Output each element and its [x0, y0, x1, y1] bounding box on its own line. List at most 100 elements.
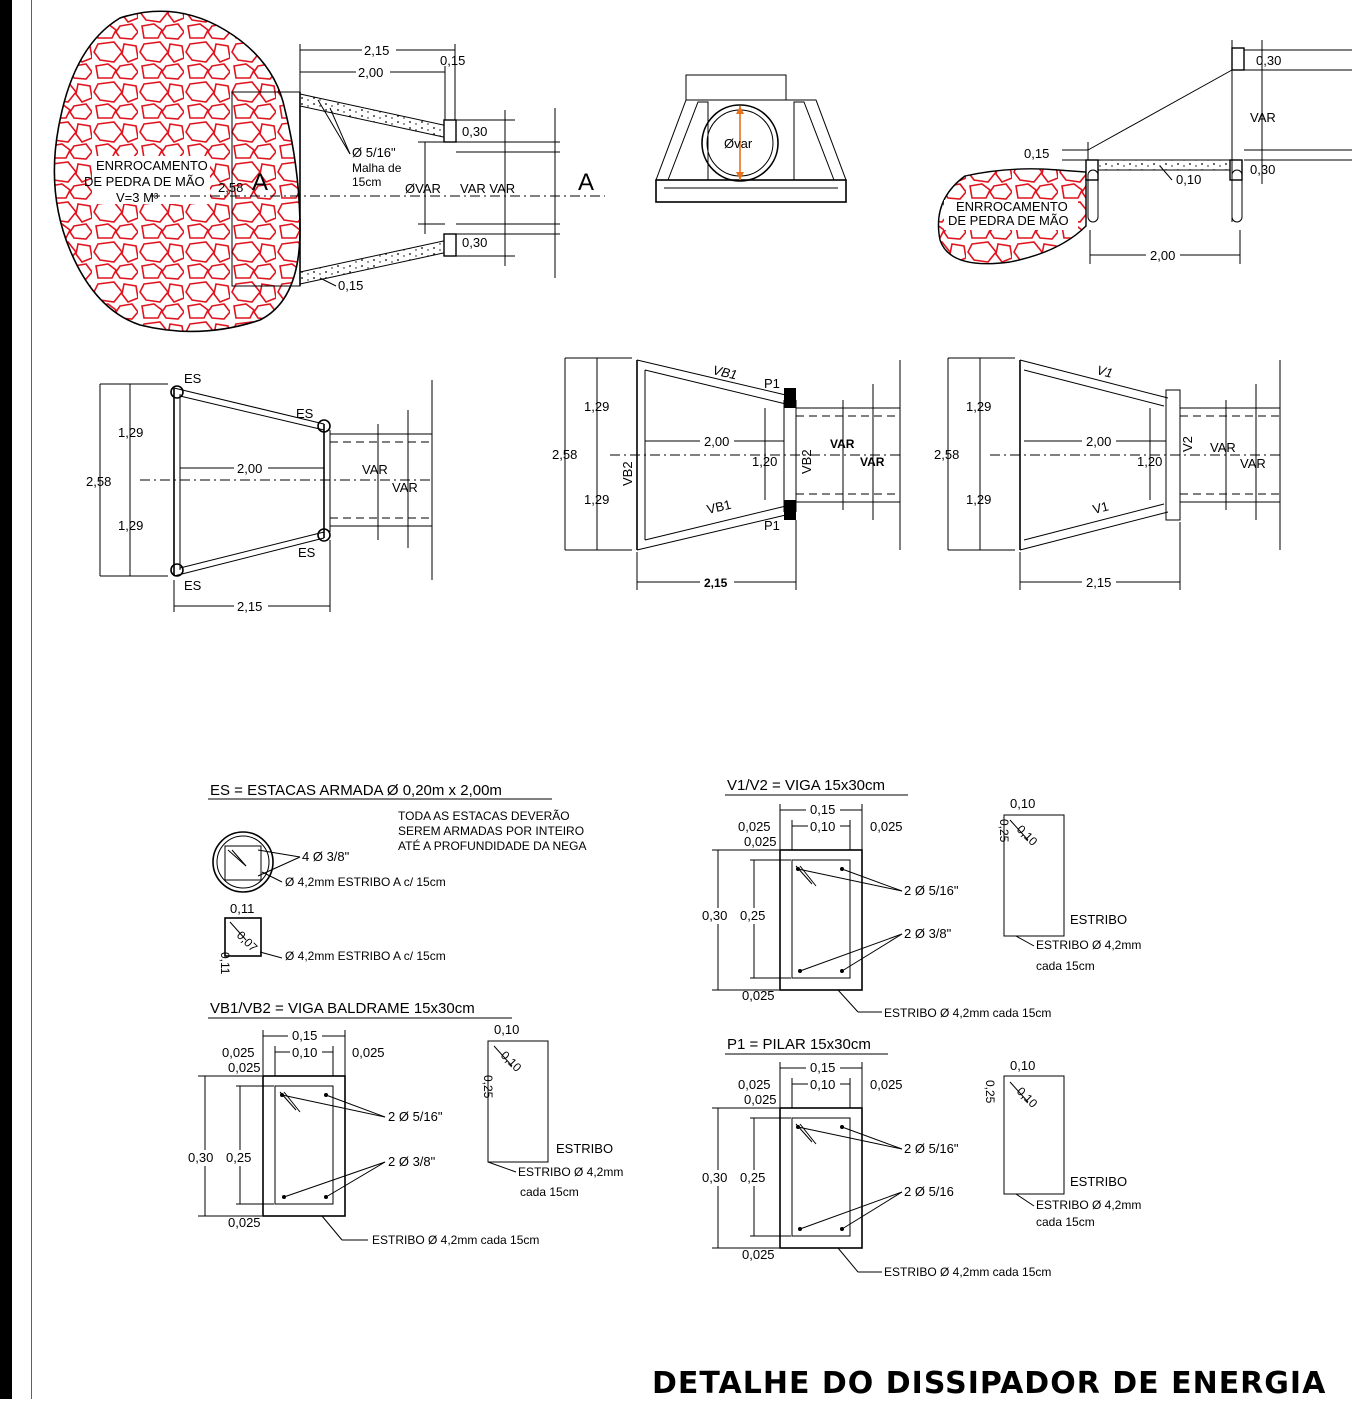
sec-dim-010: 0,10 [1176, 172, 1201, 187]
es-detail: ES = ESTACAS ARMADA Ø 0,20m x 2,00m TODA… [208, 782, 586, 975]
p-st-w: 0,10 [1010, 1058, 1035, 1073]
section-mark-left: A [252, 169, 268, 196]
sec-riprap-1: ENRROCAMENTO [956, 199, 1068, 214]
section-aa: 0,30 VAR 0,15 0,30 0,10 2,00 ENRROCAMENT… [937, 40, 1352, 265]
footing-beam-plan: 1,29 1,29 2,58 2,00 1,20 VAR VAR 2,15 VB… [552, 357, 901, 590]
fp-dim-129-a: 1,29 [584, 399, 609, 414]
bp-v1-bottom: V1 [1091, 499, 1110, 517]
vb-st-spec-1: ESTRIBO Ø 4,2mm [518, 1165, 623, 1179]
p-bars-bottom: 2 Ø 5/16 [904, 1184, 954, 1199]
pp-es-4: ES [184, 578, 202, 593]
riprap-label-3: V=3 M³ [116, 190, 159, 205]
fp-dim-120: 1,20 [752, 454, 777, 469]
p-st-h: 0,25 [983, 1080, 997, 1104]
p-dim-0025-r: 0,025 [870, 1077, 903, 1092]
p-heading: P1 = PILAR 15x30cm [727, 1036, 871, 1053]
vb-heading: VB1/VB2 = VIGA BALDRAME 15x30cm [210, 1000, 475, 1017]
vb-dim-025: 0,25 [226, 1150, 251, 1165]
v-bars-bottom: 2 Ø 3/8" [904, 926, 952, 941]
es-note-2: SEREM ARMADAS POR INTEIRO [398, 824, 584, 838]
pp-es-2: ES [296, 406, 314, 421]
piles-plan: 1,29 1,29 2,58 2,00 2,15 VAR VAR ES ES E… [86, 371, 433, 614]
drawing-title: DETALHE DO DISSIPADOR DE ENERGIA [652, 1366, 1327, 1401]
riprap-label-1: ENRROCAMENTO [96, 158, 208, 173]
fp-dim-200: 2,00 [704, 434, 729, 449]
v-st-h: 0,25 [997, 819, 1011, 843]
fp-dim-215: 2,15 [704, 576, 728, 590]
p-dim-025: 0,25 [740, 1170, 765, 1185]
es-note-3: ATÉ A PROFUNDIDADE DA NEGA [398, 838, 586, 853]
vb-bars-bottom: 2 Ø 3/8" [388, 1154, 436, 1169]
pp-var-1: VAR [362, 462, 388, 477]
pp-dim-129-b: 1,29 [118, 518, 143, 533]
dim-030-a: 0,30 [462, 124, 487, 139]
es-stirrup-1: Ø 4,2mm ESTRIBO A c/ 15cm [285, 875, 446, 889]
dim-030-b: 0,30 [462, 235, 487, 250]
pp-dim-129-a: 1,29 [118, 425, 143, 440]
vb-dim-030: 0,30 [188, 1150, 213, 1165]
bp-dim-129-b: 1,29 [966, 492, 991, 507]
sec-dim-030-bottom: 0,30 [1250, 162, 1275, 177]
dim-015-bottom: 0,15 [338, 278, 363, 293]
vb-st-spec-2: cada 15cm [520, 1185, 579, 1199]
bp-var-1: VAR [1210, 440, 1236, 455]
es-dim-007: 0,07 [234, 928, 261, 955]
fp-vb2-right: VB2 [799, 449, 814, 474]
pp-dim-215: 2,15 [237, 599, 262, 614]
sec-dim-030-top: 0,30 [1256, 53, 1281, 68]
section-mark-right: A [578, 169, 594, 196]
mesh-label-2: 15cm [352, 175, 381, 189]
p-dim-030: 0,30 [702, 1170, 727, 1185]
dim-258: 2,58 [218, 180, 243, 195]
p-bars-top: 2 Ø 5/16" [904, 1141, 959, 1156]
vb-st-diag: 0,10 [498, 1048, 525, 1075]
v-dim-0025-r: 0,025 [870, 819, 903, 834]
v-dim-0025-top: 0,025 [744, 834, 777, 849]
p-st-spec-1: ESTRIBO Ø 4,2mm [1036, 1198, 1141, 1212]
p-dim-015: 0,15 [810, 1060, 835, 1075]
pp-var-2: VAR [392, 480, 418, 495]
mesh-label-1: Malha de [352, 161, 402, 175]
rebar-label: Ø 5/16" [352, 145, 396, 160]
v-dim-030: 0,30 [702, 908, 727, 923]
p-stirrup: ESTRIBO Ø 4,2mm cada 15cm [884, 1265, 1051, 1279]
v-st-diag: 0,10 [1014, 822, 1041, 849]
dim-215: 2,15 [364, 43, 389, 58]
es-bars: 4 Ø 3/8" [302, 849, 350, 864]
vb-st-label: ESTRIBO [556, 1141, 613, 1156]
vb-dim-0025-bot: 0,025 [228, 1215, 261, 1230]
fp-vb1-bottom: VB1 [705, 497, 732, 517]
vb-stirrup: ESTRIBO Ø 4,2mm cada 15cm [372, 1233, 539, 1247]
fp-dim-129-b: 1,29 [584, 492, 609, 507]
fp-vb1-top: VB1 [711, 362, 738, 382]
fp-dim-258: 2,58 [552, 447, 577, 462]
v-st-w: 0,10 [1010, 796, 1035, 811]
v-dim-015: 0,15 [810, 802, 835, 817]
bp-v2: V2 [1180, 436, 1195, 452]
sec-dim-var: VAR [1250, 110, 1276, 125]
vb-detail: VB1/VB2 = VIGA BALDRAME 15x30cm 0,15 0,1… [186, 1000, 623, 1247]
es-dim-011-w: 0,11 [230, 901, 254, 916]
es-stirrup-2: Ø 4,2mm ESTRIBO A c/ 15cm [285, 949, 446, 963]
bp-dim-120: 1,20 [1137, 454, 1162, 469]
v-dim-010: 0,10 [810, 819, 835, 834]
fp-p1-bottom: P1 [764, 518, 780, 533]
es-note-1: TODA AS ESTACAS DEVERÃO [398, 809, 570, 823]
v-st-label: ESTRIBO [1070, 912, 1127, 927]
vb-dim-010: 0,10 [292, 1045, 317, 1060]
bp-dim-258: 2,58 [934, 447, 959, 462]
vb-st-w: 0,10 [494, 1022, 519, 1037]
dim-015-top: 0,15 [440, 53, 465, 68]
vb-dim-0025-l: 0,025 [222, 1045, 255, 1060]
v-dim-0025-l: 0,025 [738, 819, 771, 834]
bp-var-2: VAR [1240, 456, 1266, 471]
bp-v1-top: V1 [1095, 362, 1114, 380]
v-dim-025: 0,25 [740, 908, 765, 923]
p-dim-0025-bot: 0,025 [742, 1247, 775, 1262]
fp-var-1: VAR [830, 437, 855, 451]
p-st-spec-2: cada 15cm [1036, 1215, 1095, 1229]
vb-st-h: 0,25 [481, 1075, 495, 1099]
vb-dim-0025-top: 0,025 [228, 1060, 261, 1075]
dim-var-var: VAR VAR [460, 181, 515, 196]
